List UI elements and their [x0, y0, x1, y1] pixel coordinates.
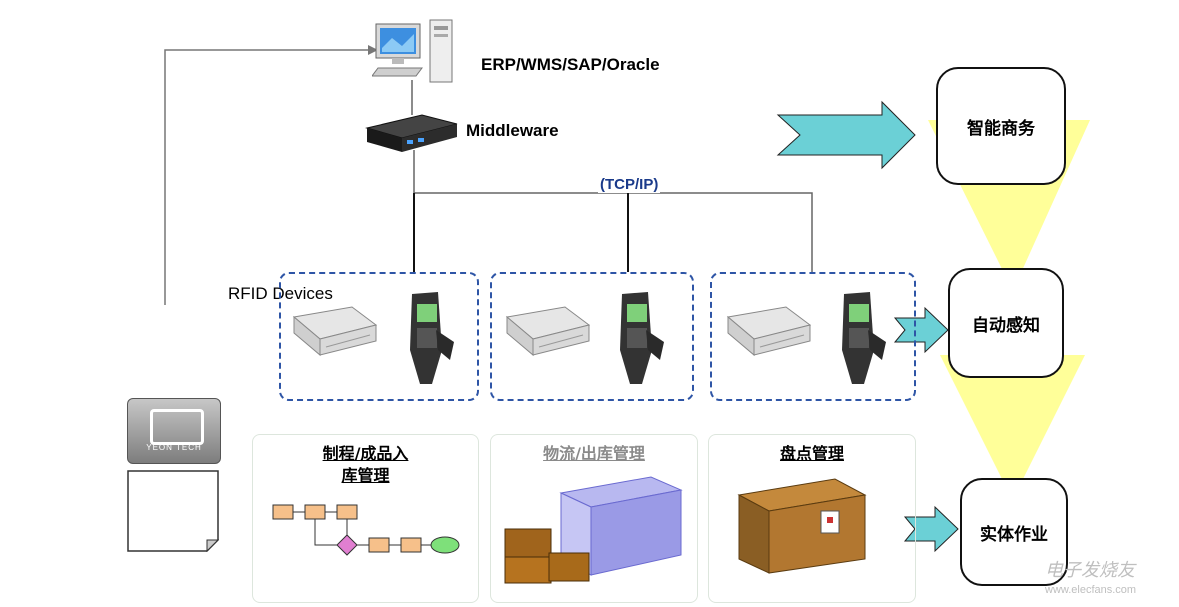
level-auto-sensing: 自动感知 — [948, 268, 1064, 378]
arrow-operation — [903, 505, 959, 553]
middleware-icon — [362, 110, 462, 155]
rfid-reader-icon — [503, 303, 593, 358]
device-group-1 — [279, 272, 479, 401]
device-group-2 — [490, 272, 694, 401]
panel-title-line2: 库管理 — [341, 466, 390, 485]
network-bus — [414, 192, 813, 272]
watermark: 电子发烧友 www.elecfans.com — [1045, 556, 1175, 604]
level-physical-operation: 实体作业 — [960, 478, 1068, 586]
panel-title: 物流/出库管理 — [543, 444, 645, 463]
warehouse-icon — [504, 476, 683, 584]
tag-text-2: TECH — [175, 443, 202, 452]
paper-label-icon — [127, 470, 219, 552]
funnel-bottom — [940, 355, 1085, 485]
rfid-reader-icon — [724, 303, 814, 358]
panel-title: 盘点管理 — [779, 444, 844, 463]
middleware-label: Middleware — [466, 121, 559, 140]
tag-text-1: YEON — [146, 443, 173, 452]
panel-logistics-outbound: 物流/出库管理 — [490, 434, 698, 603]
handheld-scanner-icon — [830, 290, 890, 388]
rfid-tag-icon: YEON TECH — [127, 398, 221, 464]
watermark-url: www.elecfans.com — [1045, 584, 1137, 596]
panel-production-storage: 制程/成品入 库管理 — [252, 434, 479, 603]
process-flow-icon — [272, 504, 460, 556]
panel-title: 制程/成品入 库管理 — [253, 443, 478, 487]
box-icon — [737, 478, 867, 574]
level-label: 自动感知 — [972, 315, 1040, 336]
feedback-arrowhead — [368, 45, 378, 55]
handheld-scanner-icon — [398, 290, 458, 388]
level-label: 智能商务 — [967, 118, 1035, 139]
panel-title-line1: 制程/成品入 — [322, 444, 409, 463]
device-group-3 — [710, 272, 916, 401]
arrow-sensing — [893, 306, 949, 354]
rfid-reader-icon — [290, 303, 380, 358]
level-smart-business: 智能商务 — [936, 67, 1066, 185]
watermark-text: 电子发烧友 — [1045, 560, 1135, 581]
network-label: (TCP/IP) — [598, 176, 661, 193]
feedback-line — [164, 49, 368, 305]
system-label: ERP/WMS/SAP/Oracle — [481, 55, 660, 74]
level-label: 实体作业 — [980, 524, 1048, 545]
handheld-scanner-icon — [608, 290, 668, 388]
arrow-business — [776, 100, 916, 170]
panel-inventory: 盘点管理 — [708, 434, 916, 603]
computer-icon — [372, 18, 462, 88]
